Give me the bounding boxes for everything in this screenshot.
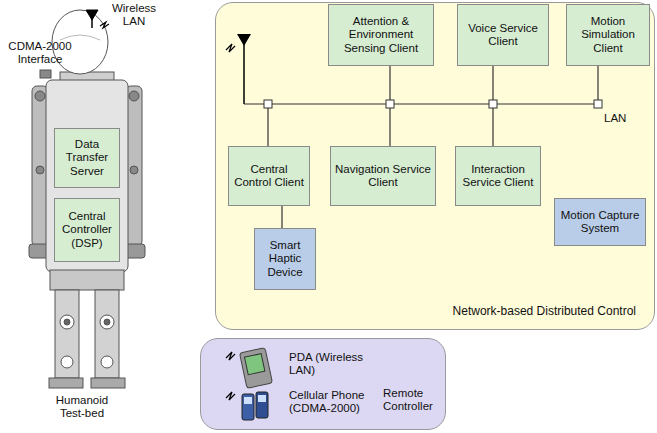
client-box: Attention & Environment Sensing Client [328,4,434,66]
node-text: Data Transfer Server [58,138,116,178]
text-label: CDMA-2000 Interface [4,40,76,66]
text-label: Wireless LAN [106,2,162,28]
node-text: Motion Simulation Client [570,15,646,55]
controller-box: Central Controller (DSP) [54,198,120,262]
client-box: Navigation Service Client [330,146,436,206]
client-box: Voice Service Client [457,4,549,66]
wireless-symbol [100,22,109,28]
node-text: Voice Service Client [461,22,545,48]
node-text: Smart Haptic Device [258,239,312,279]
node-text: Attention & Environment Sensing Client [332,15,430,55]
network-panel: Network-based Distributed Control Attenti… [215,2,655,330]
node-text: Motion Capture System [558,209,642,235]
antenna-symbol [226,34,251,104]
node-text: Network-based Distributed Control [376,305,636,319]
humanoid-robot [29,10,145,388]
text-label: LAN [604,112,644,125]
cellular-phone-icon [226,392,268,420]
device-box: Motion Capture System [554,198,646,246]
device-box: Smart Haptic Device [254,228,316,290]
node-text: Cellular Phone (CDMA-2000) [289,389,384,415]
client-box: Central Control Client [228,146,310,206]
node-text: Remote Controller [383,387,443,413]
lan-bus [244,66,602,146]
remote-panel: PDA (Wireless LAN) Cellular Phone (CDMA-2… [200,338,446,430]
server-box: Data Transfer Server [54,128,120,188]
node-text: Navigation Service Client [334,163,432,189]
connector [282,206,283,228]
node-text: Central Control Client [232,163,306,189]
client-box: Interaction Service Client [455,146,541,206]
node-text: Central Controller (DSP) [58,210,116,250]
pda-icon [226,348,272,389]
node-text: PDA (Wireless LAN) [289,351,384,377]
client-box: Motion Simulation Client [566,4,650,66]
node-text: Interaction Service Client [459,163,537,189]
text-label: Humanoid Test-bed [42,394,122,420]
